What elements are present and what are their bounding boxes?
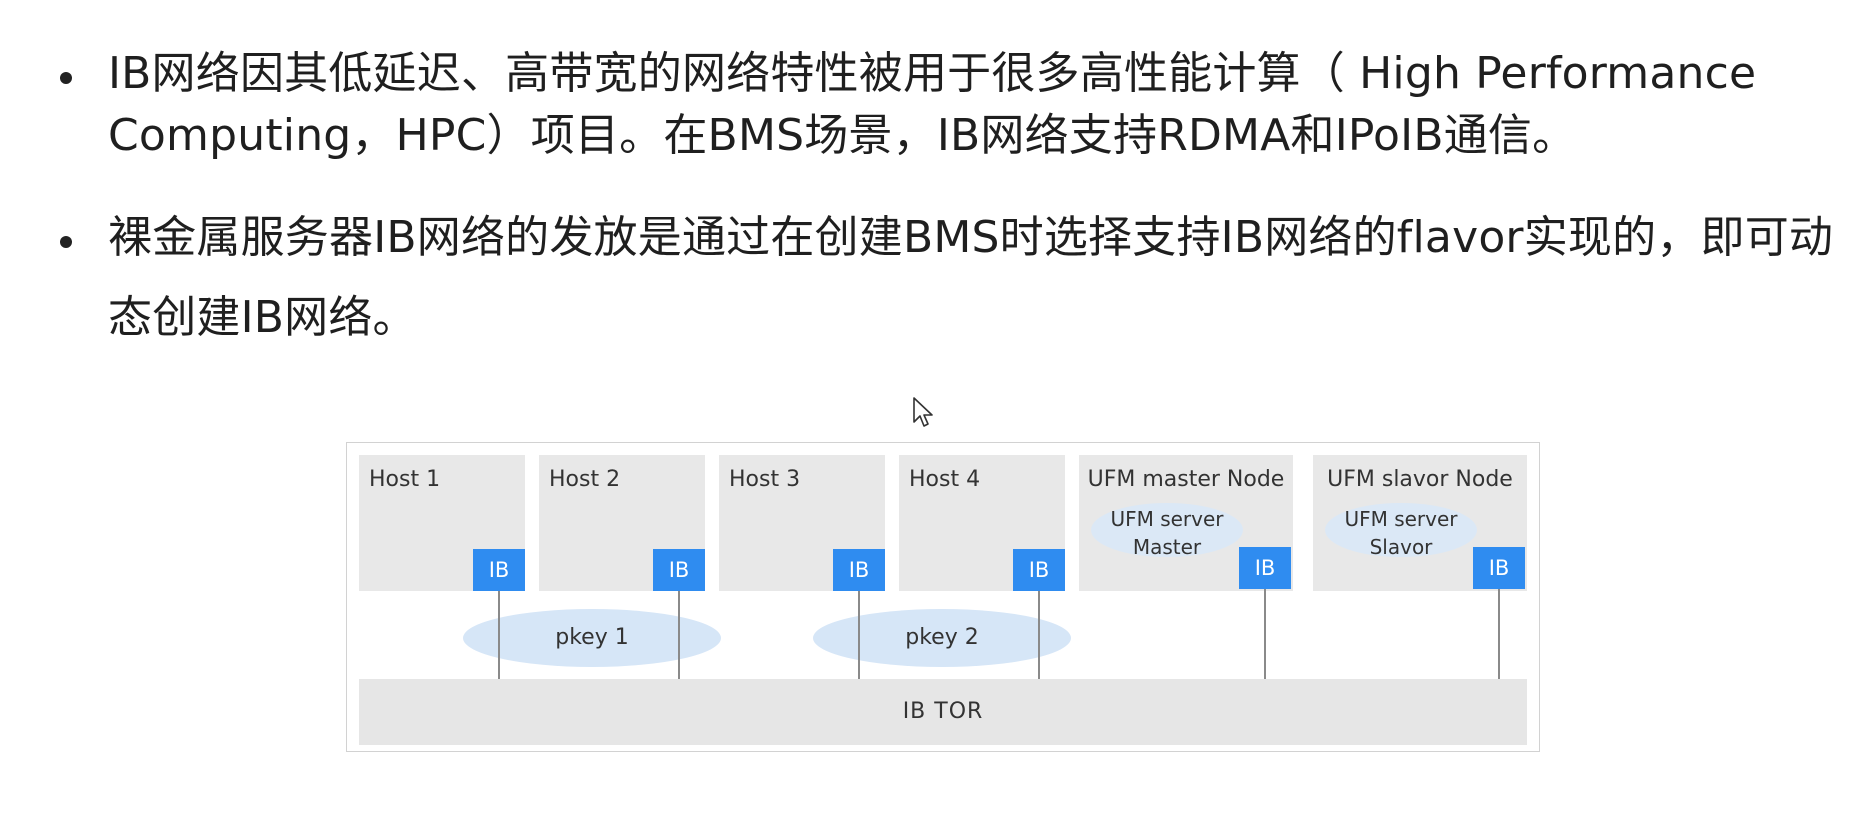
host-node-2: Host 2 IB [539,455,705,591]
bullet-item-ib-network: IB网络因其低延迟、高带宽的网络特性被用于很多高性能计算（ High Perfo… [60,44,1840,168]
ufm-server-oval [1091,503,1243,557]
pkey-1-oval: pkey 1 [463,609,721,667]
bullet-item-bms-provision: 裸金属服务器IB网络的发放是通过在创建BMS时选择支持IB网络的flavor实现… [60,208,1840,343]
bullet-dot-icon [60,236,72,248]
ufm-server-line-1: UFM server [1344,507,1458,531]
ufm-server-line-1: UFM server [1110,507,1224,531]
bullet-line-2: Computing，HPC）项目。在BMS场景，IB网络支持RDMA和IPoIB… [108,110,1577,161]
connection-line [1264,589,1266,679]
connection-line [678,591,680,679]
ib-network-diagram: Host 1 IB Host 2 IB Host 3 IB Host 4 IB … [346,442,1540,752]
host-node-4: Host 4 IB [899,455,1065,591]
host-node-1: Host 1 IB [359,455,525,591]
ib-port: IB [833,549,885,591]
ib-tor-label: IB TOR [902,699,984,724]
connection-line [858,591,860,679]
ufm-server-oval [1325,503,1477,557]
bullet-list: IB网络因其低延迟、高带宽的网络特性被用于很多高性能计算（ High Perfo… [0,0,1872,360]
bullet-dot-icon [60,72,72,84]
ufm-master-node: UFM master Node UFM server Master IB [1079,455,1293,591]
connection-line [498,591,500,679]
host-node-3: Host 3 IB [719,455,885,591]
ib-port: IB [653,549,705,591]
pkey-2-oval: pkey 2 [813,609,1071,667]
ufm-server-line-2: Slavor [1369,535,1433,559]
ib-port: IB [1013,549,1065,591]
host-label: Host 4 [909,467,981,492]
ib-tor-switch: IB TOR [359,679,1527,745]
connection-line [1038,591,1040,679]
ufm-server-text: UFM server Slavor [1325,505,1477,561]
ufm-node-label: UFM slavor Node [1327,467,1513,492]
ufm-server-line-2: Master [1132,535,1202,559]
ib-port: IB [473,549,525,591]
mouse-pointer-icon [913,397,933,427]
connection-line [1498,589,1500,679]
bullet-line-2: 态创建IB网络。 [108,292,417,343]
host-label: Host 1 [369,467,441,492]
ib-port: IB [1473,547,1525,589]
ufm-slavor-node: UFM slavor Node UFM server Slavor IB [1313,455,1527,591]
ufm-server-text: UFM server Master [1091,505,1243,561]
pkey-label: pkey 1 [555,625,629,650]
bullet-line-1: IB网络因其低延迟、高带宽的网络特性被用于很多高性能计算（ High Perfo… [108,48,1757,99]
ib-port: IB [1239,547,1291,589]
host-label: Host 3 [729,467,801,492]
pkey-label: pkey 2 [905,625,979,650]
host-label: Host 2 [549,467,621,492]
ufm-node-label: UFM master Node [1087,467,1285,492]
bullet-line-1: 裸金属服务器IB网络的发放是通过在创建BMS时选择支持IB网络的flavor实现… [108,212,1834,263]
